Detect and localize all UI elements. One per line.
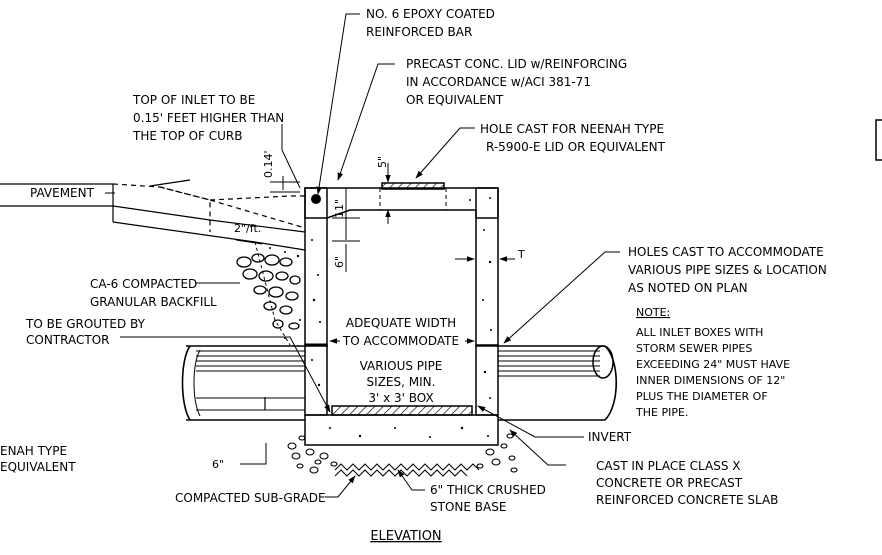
lid-note-1: PRECAST CONC. LID w/REINFORCING [406,57,627,71]
stone-note-1: 6" THICK CRUSHED [430,483,546,497]
border-bracket [875,119,882,161]
pavement-label: PAVEMENT [30,186,95,200]
note-heading: NOTE: [636,306,670,319]
slab-note-1: CAST IN PLACE CLASS X [596,459,740,473]
note-line-6: THE PIPE. [635,406,688,419]
grouted-note-1: TO BE GROUTED BY [25,317,146,331]
subgrade-hatch [334,463,480,477]
dim-lid-depth: 11" [333,199,346,218]
pavement-slab [0,179,306,251]
dim-base-depth: 6" [212,458,224,471]
pipe-sizes-2: SIZES, MIN. [367,375,436,389]
left-cut-1: ENAH TYPE [0,444,67,458]
lid-note-2: IN ACCORDANCE w/ACI 381-71 [406,75,591,89]
inlet-note-1: TOP OF INLET TO BE [132,93,255,107]
dim-slope: 2"/ft. [234,222,261,235]
adequate-1: ADEQUATE WIDTH [346,316,456,330]
dim-curb-offset: 0.14' [262,150,275,178]
dim-wall-gap: 6" [333,256,346,268]
stone-note-2: STONE BASE [430,500,506,514]
bar-note-2: REINFORCED BAR [366,25,472,39]
note-line-3: EXCEEDING 24" MUST HAVE [636,358,790,371]
dim-wall-t: T [517,248,525,261]
invert-label: INVERT [588,430,632,444]
slab-note-3: REINFORCED CONCRETE SLAB [596,493,778,507]
gravel-backfill [236,253,301,330]
holes-note-3: AS NOTED ON PLAN [628,281,748,295]
lid-note-3: OR EQUIVALENT [406,93,504,107]
drawing-title: ELEVATION [370,529,441,544]
left-cut-2: EQUIVALENT [0,460,76,474]
note-line-1: ALL INLET BOXES WITH [636,326,763,339]
leader-lines [105,13,620,498]
hole-cast-note-2: R-5900-E LID OR EQUIVALENT [486,140,666,154]
backfill-note-2: GRANULAR BACKFILL [90,295,217,309]
note-line-5: PLUS THE DIAMETER OF [636,390,768,403]
backfill-note-1: CA-6 COMPACTED [90,277,197,291]
concrete-speckle [311,197,492,438]
stone-base [287,433,518,474]
holes-note-2: VARIOUS PIPE SIZES & LOCATION [628,263,827,277]
pipe-sizes-1: VARIOUS PIPE [360,359,443,373]
holes-note-1: HOLES CAST TO ACCOMMODATE [628,245,824,259]
backfill-zone [254,241,305,346]
inlet-box [304,182,499,446]
subgrade-label: COMPACTED SUB-GRADE [175,491,326,505]
storm-pipe-right [498,345,618,421]
adequate-2: TO ACCOMMODATE [342,334,459,348]
storm-pipe-left [181,345,305,421]
inlet-note-3: THE TOP OF CURB [132,129,242,143]
pipe-sizes-3: 3' x 3' BOX [368,391,433,405]
bar-note-1: NO. 6 EPOXY COATED [366,7,495,21]
note-line-4: INNER DIMENSIONS OF 12" [636,374,785,387]
box-dim-lines [332,188,360,272]
hole-cast-note-1: HOLE CAST FOR NEENAH TYPE [480,122,664,136]
dim-lid-thickness: 5" [376,156,389,168]
grouted-note-2: CONTRACTOR [26,333,109,347]
note-line-2: STORM SEWER PIPES [636,342,752,355]
reinforced-bar-dot [311,194,321,204]
inlet-note-2: 0.15' FEET HIGHER THAN [133,111,284,125]
slab-note-2: CONCRETE OR PRECAST [596,476,743,490]
